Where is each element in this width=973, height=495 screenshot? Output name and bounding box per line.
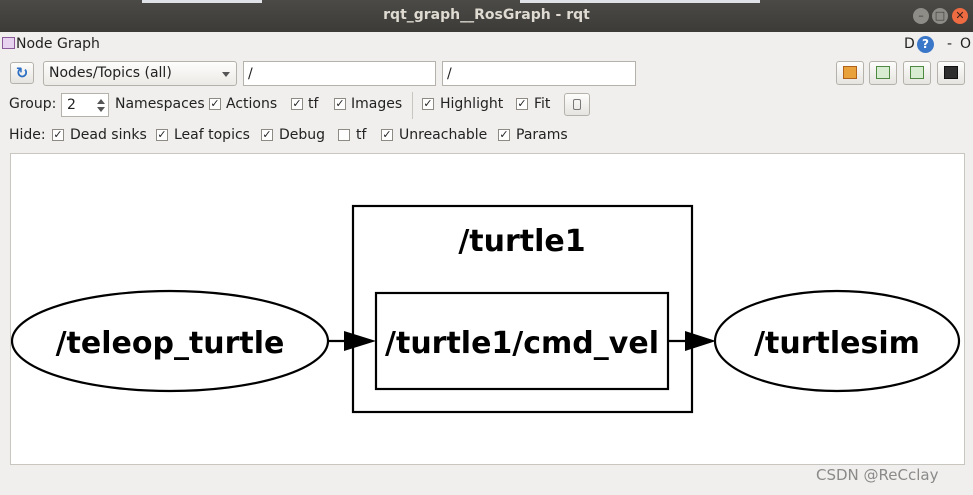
close-icon[interactable]: ✕ bbox=[952, 8, 968, 24]
hide-tf-checkbox[interactable] bbox=[338, 129, 350, 141]
group-value: 2 bbox=[67, 97, 76, 113]
watermark-text: CSDN @ReCclay bbox=[816, 466, 939, 484]
leaf-topics-label: Leaf topics bbox=[174, 127, 250, 143]
plugin-close-button[interactable]: O bbox=[960, 36, 972, 52]
namespace-label: /turtle1 bbox=[458, 224, 585, 259]
namespace-cluster[interactable] bbox=[351, 204, 694, 414]
window-title: rqt_graph__RosGraph - rqt bbox=[383, 7, 590, 23]
graph-svg: /turtle1 /turtle1/cmd_vel /teleop_turtle… bbox=[11, 204, 961, 414]
target-node-label: /turtlesim bbox=[754, 326, 920, 361]
chevron-down-icon[interactable] bbox=[97, 107, 105, 112]
graph-canvas[interactable]: /turtle1 /turtle1/cmd_vel /teleop_turtle… bbox=[10, 153, 965, 465]
leaf-topics-checkbox[interactable]: ✓ bbox=[156, 128, 168, 141]
graph-type-value: Nodes/Topics (all) bbox=[49, 65, 172, 81]
window-titlebar: rqt_graph__RosGraph - rqt – □ ✕ bbox=[0, 0, 973, 32]
debug-checkbox[interactable]: ✓ bbox=[261, 128, 273, 141]
titlebar-strip bbox=[520, 0, 760, 3]
dead-sinks-checkbox[interactable]: ✓ bbox=[52, 128, 64, 141]
params-label: Params bbox=[516, 127, 568, 143]
hide-tf-label: tf bbox=[356, 127, 367, 143]
images-label: Images bbox=[351, 96, 403, 112]
highlight-checkbox[interactable]: ✓ bbox=[422, 97, 434, 110]
folder-icon bbox=[843, 66, 857, 79]
minimize-icon[interactable]: – bbox=[913, 8, 929, 24]
plugin-minimize-button[interactable]: - bbox=[947, 36, 953, 52]
maximize-icon[interactable]: □ bbox=[932, 8, 948, 24]
actions-checkbox[interactable]: ✓ bbox=[291, 97, 303, 110]
save-icon bbox=[876, 66, 890, 79]
params-checkbox[interactable]: ✓ bbox=[498, 128, 510, 141]
plugin-header: Node Graph D - O bbox=[0, 32, 973, 58]
load-dot-button[interactable] bbox=[836, 61, 864, 85]
save-icon bbox=[910, 66, 924, 79]
save-image-button[interactable] bbox=[937, 61, 965, 85]
edge-arrowhead bbox=[685, 331, 716, 351]
help-icon[interactable]: ? bbox=[917, 36, 934, 53]
chevron-down-icon bbox=[222, 72, 230, 77]
source-node-label: /teleop_turtle bbox=[56, 326, 285, 361]
unreachable-checkbox[interactable]: ✓ bbox=[381, 128, 393, 141]
tf-label: tf bbox=[308, 96, 319, 112]
save-dot-button[interactable] bbox=[869, 61, 897, 85]
node-graph-icon bbox=[2, 37, 15, 49]
topic-label: /turtle1/cmd_vel bbox=[385, 326, 659, 361]
refresh-button[interactable]: ↻ bbox=[10, 62, 34, 84]
refresh-icon: ↻ bbox=[15, 64, 29, 82]
chevron-up-icon[interactable] bbox=[97, 99, 105, 104]
namespaces-label: Namespaces bbox=[115, 96, 205, 112]
fit-checkbox[interactable]: ✓ bbox=[516, 97, 528, 110]
actions-label: Actions bbox=[226, 96, 278, 112]
unreachable-label: Unreachable bbox=[399, 127, 488, 143]
fit-in-view-button[interactable] bbox=[564, 93, 590, 116]
tf-checkbox[interactable]: ✓ bbox=[334, 97, 346, 110]
hide-label: Hide: bbox=[9, 127, 46, 143]
dead-sinks-label: Dead sinks bbox=[70, 127, 147, 143]
group-label: Group: bbox=[9, 96, 57, 112]
plugin-title: Node Graph bbox=[16, 36, 100, 52]
node-filter-input[interactable] bbox=[243, 61, 436, 86]
titlebar-strip bbox=[142, 0, 262, 3]
topic-filter-input[interactable] bbox=[442, 61, 636, 86]
fit-label: Fit bbox=[534, 96, 551, 112]
edge-arrowhead bbox=[344, 331, 376, 351]
fit-icon bbox=[573, 99, 581, 110]
plugin-docs-button[interactable]: D bbox=[904, 36, 915, 52]
debug-label: Debug bbox=[279, 127, 326, 143]
namespaces-checkbox[interactable]: ✓ bbox=[209, 97, 221, 110]
toolbar-separator bbox=[412, 92, 413, 119]
graph-type-select[interactable]: Nodes/Topics (all) bbox=[43, 61, 237, 86]
highlight-label: Highlight bbox=[440, 96, 504, 112]
save-svg-button[interactable] bbox=[903, 61, 931, 85]
screen-icon bbox=[944, 66, 958, 79]
group-spinbox[interactable]: 2 bbox=[61, 93, 109, 117]
